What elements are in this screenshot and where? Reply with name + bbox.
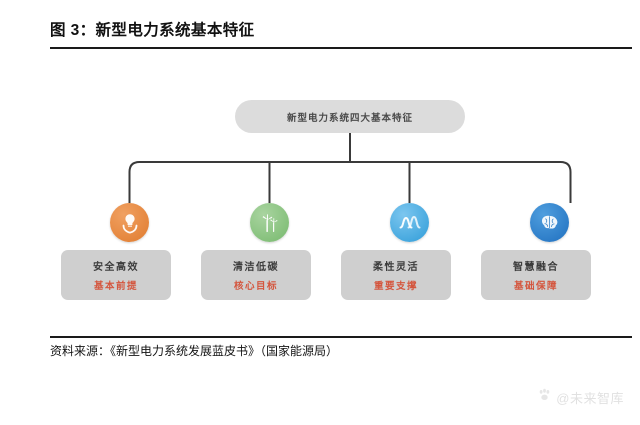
branch-card-3: 柔性灵活 重要支撑	[341, 250, 451, 300]
branch-title-3: 柔性灵活	[373, 262, 419, 273]
branch-subtitle-4: 基础保障	[513, 281, 558, 292]
branch-subtitle-2: 核心目标	[233, 281, 278, 292]
branch-card-2: 清洁低碳 核心目标	[201, 250, 311, 300]
page-title: 图 3：新型电力系统基本特征	[50, 22, 255, 39]
branch-title-1: 安全高效	[93, 262, 139, 273]
org-chart-diagram: 新型电力系统四大基本特征	[0, 60, 640, 332]
root-node: 新型电力系统四大基本特征	[235, 100, 465, 133]
wind-turbine-icon	[250, 203, 289, 242]
root-node-label: 新型电力系统四大基本特征	[286, 112, 413, 124]
watermark-text: @未来智库	[556, 390, 624, 406]
branch-card-4: 智慧融合 基础保障	[481, 250, 591, 300]
source-divider	[50, 336, 632, 338]
source-note: 资料来源：《新型电力系统发展蓝皮书》（国家能源局）	[50, 344, 339, 358]
paw-logo-icon	[537, 387, 552, 407]
brain-network-icon	[530, 203, 569, 242]
branch-title-2: 清洁低碳	[233, 262, 279, 273]
branch-subtitle-1: 基本前提	[93, 281, 138, 292]
title-divider	[50, 47, 632, 49]
watermark: @未来智库	[537, 387, 624, 407]
branch-card-1: 安全高效 基本前提	[61, 250, 171, 300]
branch-title-4: 智慧融合	[513, 262, 559, 273]
connector-lines	[128, 133, 572, 203]
waveform-icon	[390, 203, 429, 242]
branch-subtitle-3: 重要支撑	[373, 281, 418, 292]
shield-lightbulb-icon	[110, 203, 149, 242]
